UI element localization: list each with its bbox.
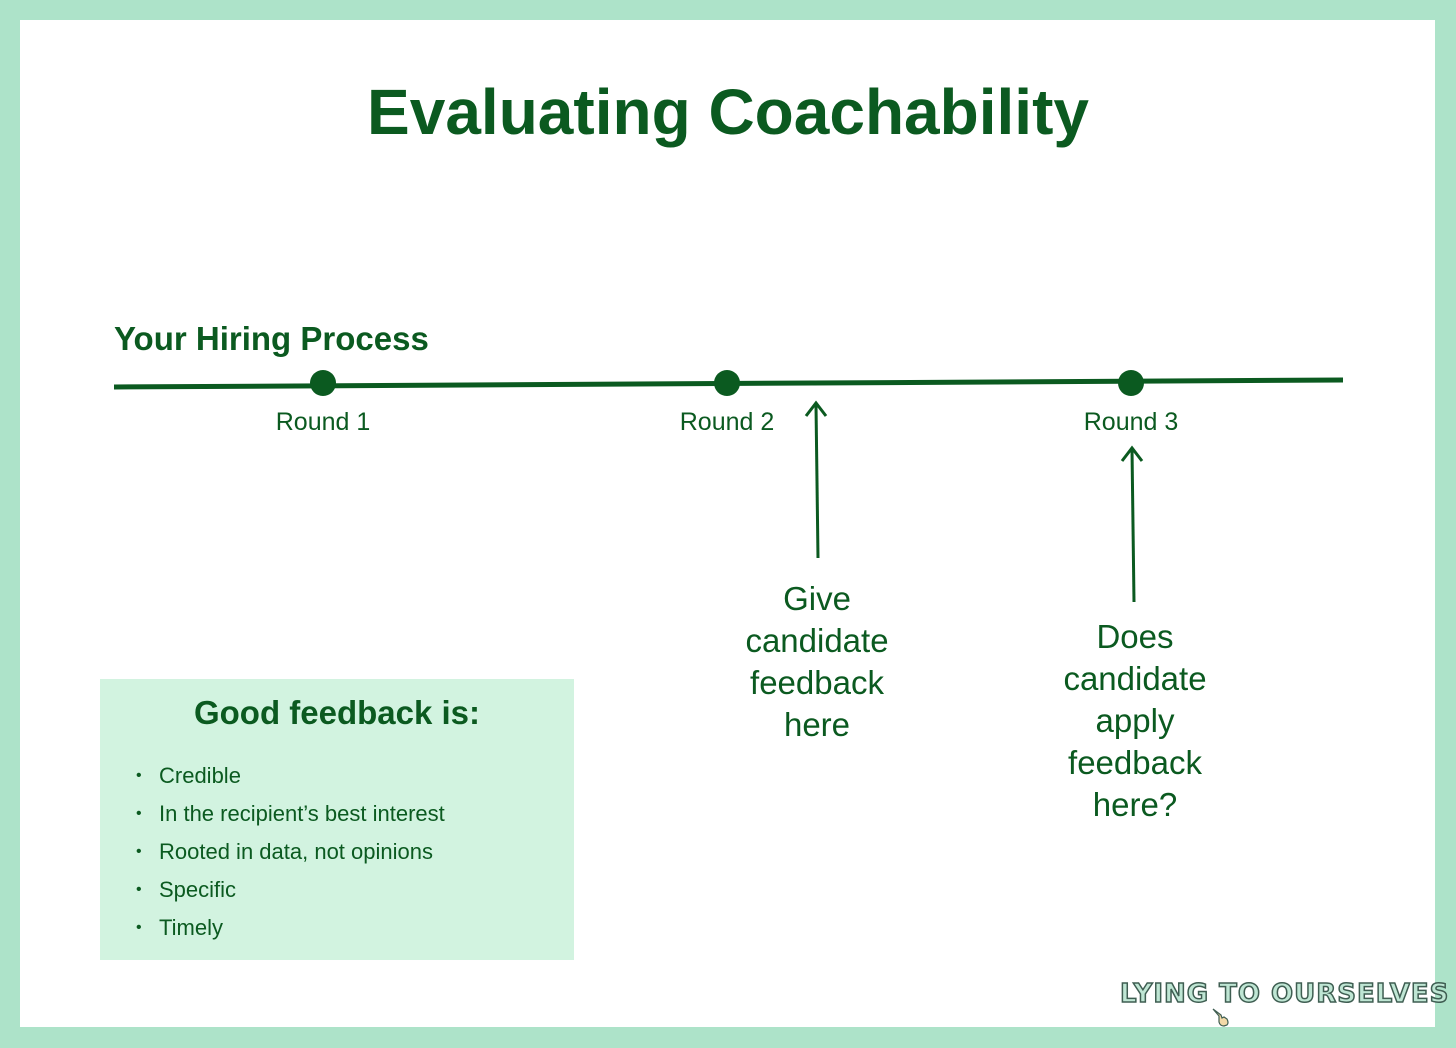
round-1-label: Round 1	[275, 408, 371, 436]
bullet-icon: •	[136, 919, 142, 936]
brand-logo-text: LYING TO OURSELVES	[1119, 978, 1450, 1010]
bullet-icon: •	[136, 767, 142, 784]
list-item: • Timely	[134, 909, 445, 947]
feedback-list: • Credible • In the recipient’s best inter…	[134, 757, 445, 947]
feedback-box	[100, 679, 574, 960]
bullet-icon: •	[136, 881, 142, 898]
feedback-box-title: Good feedback is:	[193, 694, 481, 731]
list-item: • Specific	[134, 871, 445, 909]
arrow-to-round-3	[1120, 445, 1144, 603]
pointing-hand-icon	[1212, 1008, 1229, 1027]
round-3-marker	[1118, 370, 1144, 396]
list-item-label: Credible	[159, 763, 241, 788]
list-item: • Rooted in data, not opinions	[134, 833, 445, 871]
list-item-label: Timely	[159, 915, 223, 940]
give-feedback-note: Give candidate feedback here	[745, 580, 889, 743]
page-title: Evaluating Coachability	[367, 76, 1089, 148]
round-2-label: Round 2	[679, 408, 775, 436]
round-1-marker	[310, 370, 336, 396]
apply-feedback-note: Does candidate apply feedback here?	[1063, 618, 1207, 823]
bullet-icon: •	[136, 843, 142, 860]
list-item-label: Rooted in data, not opinions	[159, 839, 433, 864]
list-item-label: Specific	[159, 877, 237, 902]
list-item-label: In the recipient’s best interest	[159, 801, 445, 826]
round-3-label: Round 3	[1083, 408, 1179, 436]
round-2-marker	[714, 370, 740, 396]
list-item: • In the recipient’s best interest	[134, 795, 445, 833]
bullet-icon: •	[136, 805, 142, 822]
list-item: • Credible	[134, 757, 445, 795]
timeline-label: Your Hiring Process	[114, 320, 429, 357]
arrow-to-round-2	[804, 400, 828, 559]
brand-logo: LYING TO OURSELVES	[1119, 972, 1449, 1028]
